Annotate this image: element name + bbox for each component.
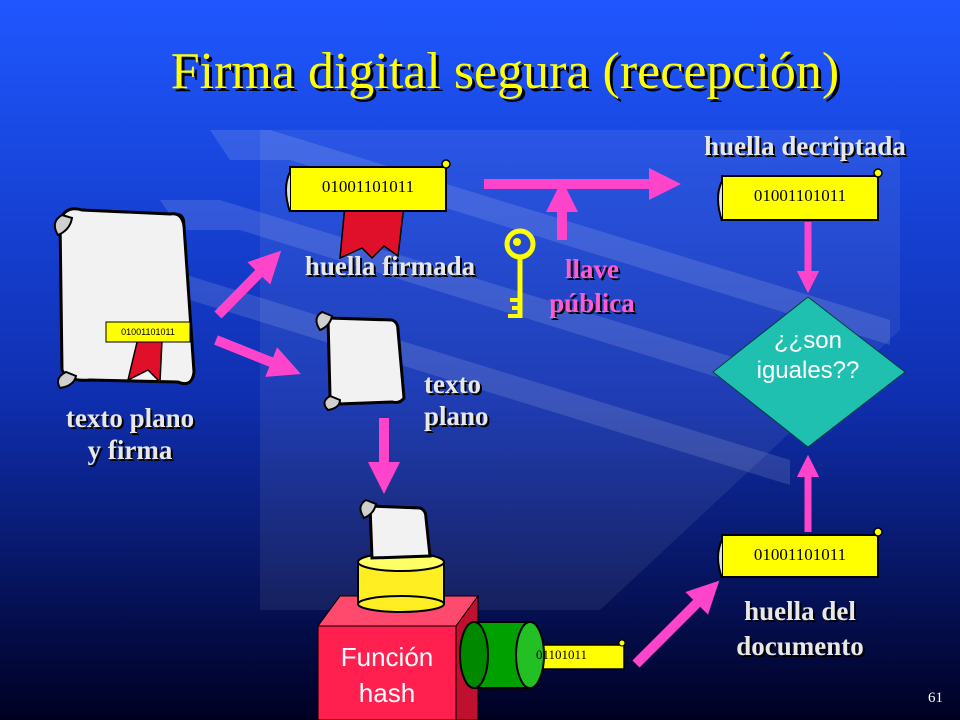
label-huella-firmada: huella firmada [304, 251, 476, 281]
plain-text-scroll [315, 310, 406, 412]
hash-input-cylinder [357, 552, 445, 613]
arrow-to-signed-fingerprint [214, 250, 282, 319]
hash-input-scroll [359, 498, 432, 560]
signed-fingerprint-code: 01001101011 [321, 177, 415, 196]
diamond-text-line2: iguales?? [756, 357, 860, 384]
signed-document-scroll [53, 207, 196, 390]
diamond-text-line1: ¿¿son [773, 327, 842, 354]
arrow-to-plain-text [214, 335, 301, 377]
hash-box-text-line1: Función [340, 642, 434, 672]
label-documento-line2: documento [736, 631, 864, 661]
page-number: 61 [928, 690, 943, 706]
hash-output-cylinder [459, 621, 545, 689]
hash-box-text-line2: hash [358, 678, 416, 708]
document-fingerprint-code: 01001101011 [753, 545, 847, 564]
key-icon [504, 228, 536, 318]
label-texto-plano-y-firma-line2: y firma [87, 435, 173, 465]
signed-fingerprint-scroll [285, 159, 451, 260]
small-seal-code: 01001101011 [121, 327, 175, 337]
label-huella-decriptada: huella decriptada [704, 131, 906, 161]
small-seal-label [105, 321, 191, 343]
slide-title: Firma digital segura (recepción) [170, 43, 840, 100]
decrypted-fingerprint-code: 01001101011 [753, 186, 847, 205]
decrypted-fingerprint-scroll [717, 168, 883, 222]
document-fingerprint-scroll [717, 527, 883, 579]
label-texto-plano-y-firma-line1: texto plano [65, 403, 195, 433]
label-huella-del-line1: huella del [744, 596, 856, 626]
label-publica-line2: pública [549, 288, 635, 318]
hash-output-code: 01101011 [536, 647, 588, 662]
comparison-diamond [712, 296, 906, 448]
label-llave-line1: llave [565, 254, 619, 284]
label-texto-line1: texto [424, 369, 481, 399]
arrow-to-document-fingerprint [632, 580, 720, 668]
label-plano-line2: plano [424, 401, 489, 431]
